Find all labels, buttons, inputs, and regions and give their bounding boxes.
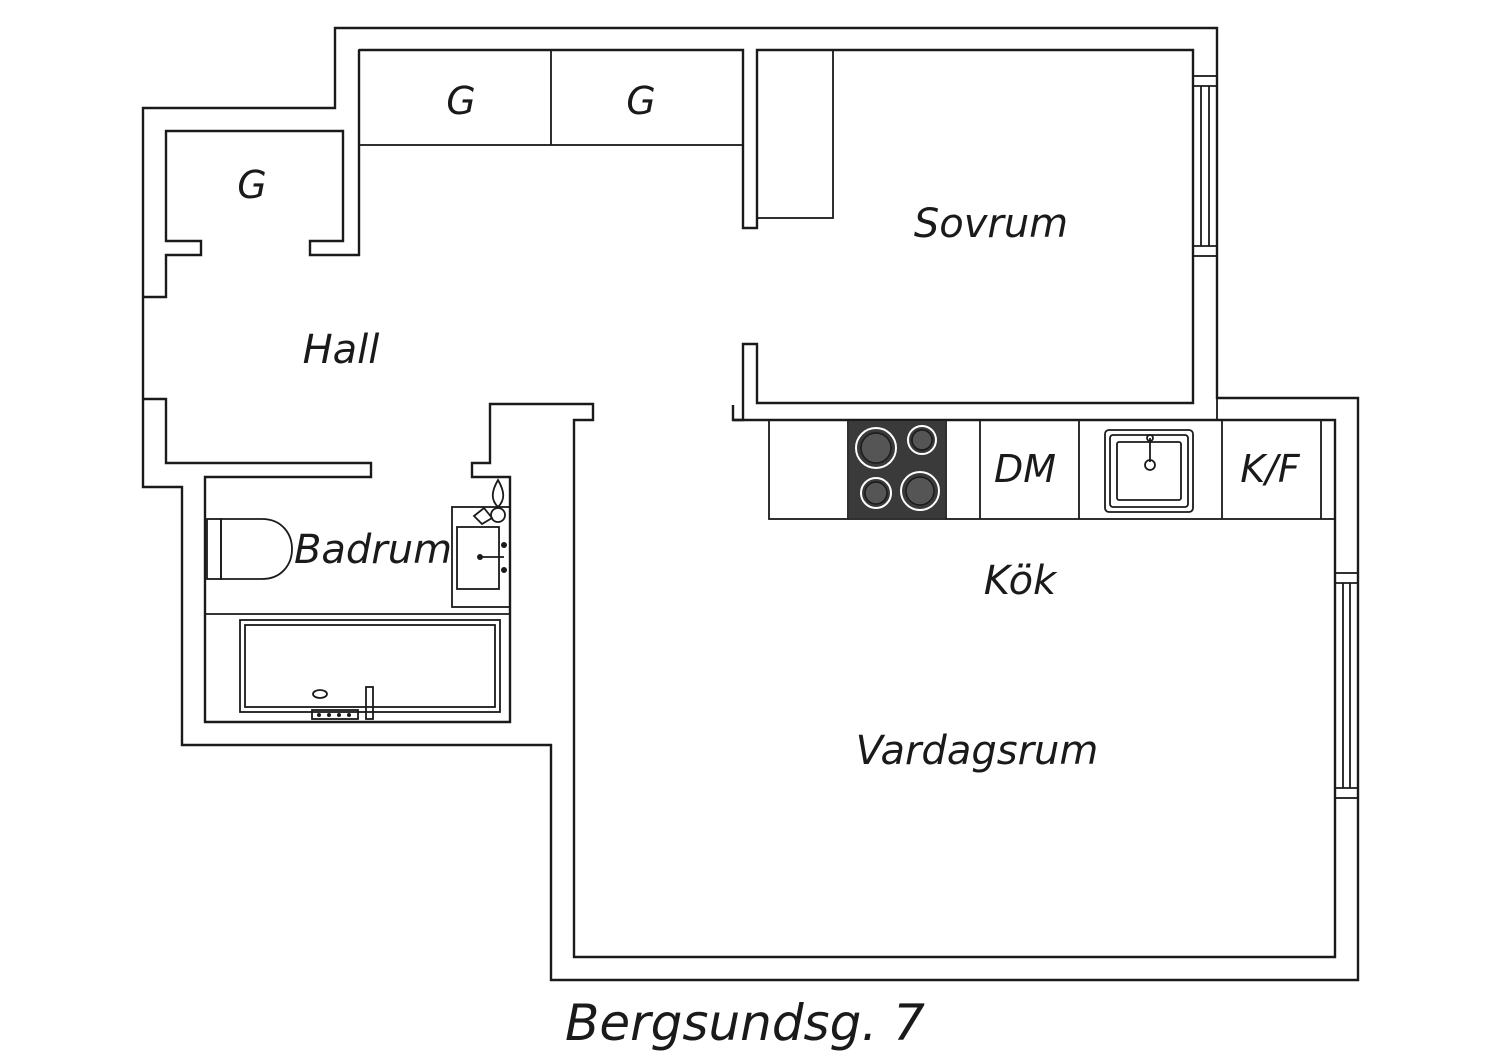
bathroom-fixtures (205, 478, 511, 720)
kitchen-sink-icon (1104, 429, 1194, 513)
window-bedroom (1192, 75, 1218, 257)
sink-icon (451, 506, 511, 608)
appliance-label-dm: DM (994, 447, 1056, 491)
water-heater-icon (472, 478, 506, 526)
room-label-badrum: Badrum (294, 527, 452, 573)
window-living-room (1334, 572, 1359, 799)
room-label-sovrum: Sovrum (914, 201, 1068, 247)
inner-walls (143, 48, 1337, 959)
room-label-kok: Kök (984, 558, 1058, 604)
outer-walls (141, 26, 1360, 982)
toilet-icon (206, 518, 293, 580)
closet-label-2: G (626, 79, 655, 123)
appliance-label-kf: K/F (1240, 447, 1301, 491)
labels: G G G Sovrum Hall Badrum DM K/F Kök Vard… (237, 79, 1301, 1052)
closets-top (358, 49, 834, 219)
bathtub-icon (239, 619, 501, 720)
stove-icon (849, 421, 945, 518)
room-label-vardagsrum: Vardagsrum (856, 728, 1099, 774)
closet-label-3: G (237, 163, 266, 207)
closet-label-1: G (446, 79, 475, 123)
kitchen-counter (768, 419, 1336, 520)
room-label-hall: Hall (303, 327, 380, 373)
plan-title: Bergsundsg. 7 (565, 994, 925, 1052)
